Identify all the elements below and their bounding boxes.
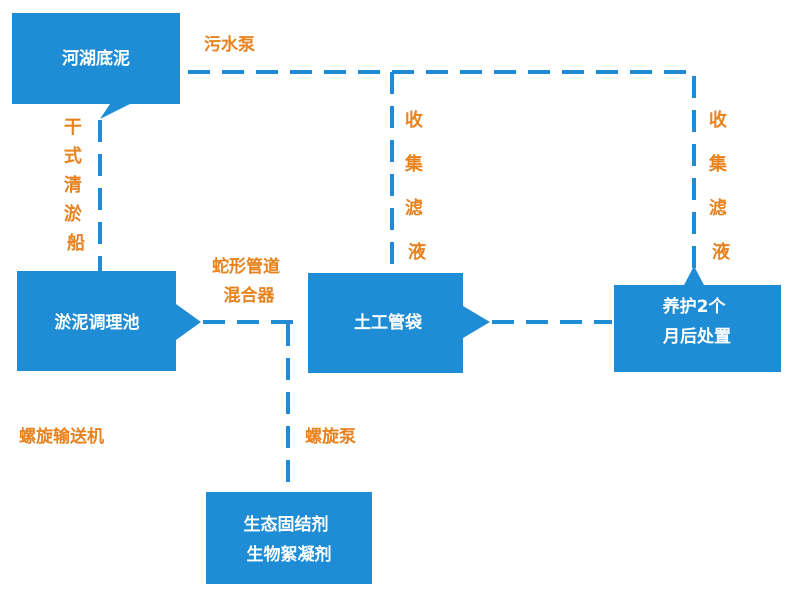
dredger-char-4: 淤 <box>64 203 82 225</box>
serpentine-mixer-label: 蛇形管道 混合器 <box>212 256 286 306</box>
screw-conveyor-label: 螺旋输送机 <box>19 426 104 447</box>
dredger-char-2: 式 <box>64 145 82 167</box>
node-sludge-source: 河湖底泥 <box>12 13 180 119</box>
conditioning-tank-line-1: 淤泥调理池 <box>55 312 140 333</box>
filtrate-2-char-1: 收 <box>709 109 727 131</box>
filtrate-1-char-2: 集 <box>404 153 424 175</box>
node-geotube: 土工管袋 <box>308 273 490 373</box>
filtrate-label-2: 收 集 滤 液 <box>708 109 733 263</box>
geotube-box <box>308 273 490 373</box>
additives-label: 生态固结剂 生物絮凝剂 <box>244 514 335 565</box>
sludge-source-box <box>12 13 180 119</box>
geotube-label: 土工管袋 <box>354 312 423 333</box>
filtrate-label-1: 收 集 滤 液 <box>404 109 429 263</box>
serpentine-mixer-line-1: 蛇形管道 <box>212 256 280 277</box>
screw-pump-label: 螺旋泵 <box>305 426 356 447</box>
curing-line-1: 养护2个 <box>662 296 727 317</box>
curing-box <box>614 266 781 372</box>
additives-line-1: 生态固结剂 <box>244 514 329 535</box>
curing-line-2: 月后处置 <box>662 326 731 347</box>
additives-box <box>206 492 372 584</box>
conditioning-tank-box <box>17 271 201 371</box>
filtrate-2-char-3: 滤 <box>709 198 727 219</box>
node-curing: 养护2个 月后处置 <box>614 266 781 372</box>
dredger-char-3: 清 <box>64 175 82 196</box>
dredger-char-5: 船 <box>67 232 85 254</box>
dredger-char-1: 干 <box>64 117 82 138</box>
dredger-label: 干 式 清 淤 船 <box>64 117 88 254</box>
connector-source-to-filtrate-loops <box>188 70 696 275</box>
sewage-pump-label: 污水泵 <box>204 34 255 55</box>
filtrate-1-char-1: 收 <box>405 109 423 131</box>
filtrate-1-char-3: 滤 <box>405 198 423 219</box>
additives-line-2: 生物絮凝剂 <box>247 544 332 565</box>
node-conditioning-tank: 淤泥调理池 <box>17 271 201 371</box>
filtrate-2-char-2: 集 <box>708 153 728 175</box>
geotube-line-1: 土工管袋 <box>354 312 423 333</box>
serpentine-mixer-line-2: 混合器 <box>224 285 276 306</box>
filtrate-2-char-4: 液 <box>712 241 731 263</box>
edge-labels: 污水泵 干 式 清 淤 船 蛇形管道 混合器 收 集 滤 液 收 集 滤 液 螺… <box>19 34 733 447</box>
sludge-source-label: 河湖底泥 <box>62 48 130 69</box>
connectors <box>98 70 696 492</box>
curing-label: 养护2个 月后处置 <box>662 296 732 347</box>
node-additives: 生态固结剂 生物絮凝剂 <box>206 492 372 584</box>
filtrate-1-char-4: 液 <box>408 241 427 263</box>
conditioning-tank-label: 淤泥调理池 <box>55 312 140 333</box>
